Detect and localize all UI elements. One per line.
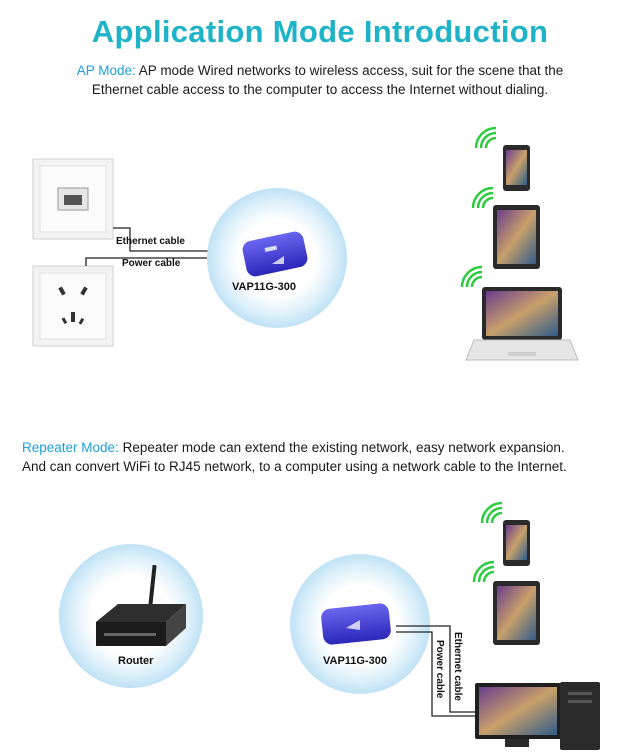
ap-description-line1: AP mode Wired networks to wireless acces… (138, 63, 564, 78)
page-title: Application Mode Introduction (91, 14, 549, 49)
ap-description: AP Mode: AP mode Wired networks to wirel… (0, 61, 640, 99)
wall-power-socket (32, 265, 114, 347)
ap-description-line2: Ethernet cable access to the computer to… (91, 82, 549, 97)
ap-vap-device (242, 231, 308, 277)
desktop-computer (475, 682, 600, 750)
repeater-description: Repeater Mode: Repeater mode can extend … (22, 438, 632, 476)
ap-ethernet-cable-label: Ethernet cable (116, 236, 185, 247)
repeater-phone (503, 520, 530, 566)
wall-ethernet-plate (32, 158, 114, 240)
ap-cables (85, 227, 245, 266)
ap-power-cable-label: Power cable (122, 258, 181, 269)
ap-mode-label: AP Mode: (76, 63, 136, 78)
repeater-device-label: VAP11G-300 (323, 655, 388, 667)
ap-phone (503, 145, 530, 191)
repeater-tablet (493, 581, 540, 645)
repeater-description-line1: Repeater mode can extend the existing ne… (122, 440, 565, 455)
repeater-wifi-icon-1 (480, 501, 503, 524)
router (96, 564, 186, 646)
repeater-ethernet-cable-label: Ethernet cable (452, 632, 463, 701)
repeater-description-line2: And can convert WiFi to RJ45 network, to… (22, 459, 567, 474)
ap-wifi-icon-2 (471, 186, 494, 209)
repeater-mode-label: Repeater Mode: (22, 440, 119, 455)
ap-tablet (493, 205, 540, 269)
ap-wifi-icon-1 (474, 126, 497, 149)
repeater-wifi-icon-2 (472, 560, 495, 583)
ap-wifi-icon-3 (460, 265, 483, 288)
router-label: Router (118, 655, 154, 667)
repeater-cables (396, 625, 476, 717)
repeater-vap-device (321, 603, 391, 645)
repeater-power-cable-label: Power cable (434, 640, 445, 699)
ap-device-label: VAP11G-300 (232, 281, 297, 293)
ap-laptop (465, 287, 579, 361)
